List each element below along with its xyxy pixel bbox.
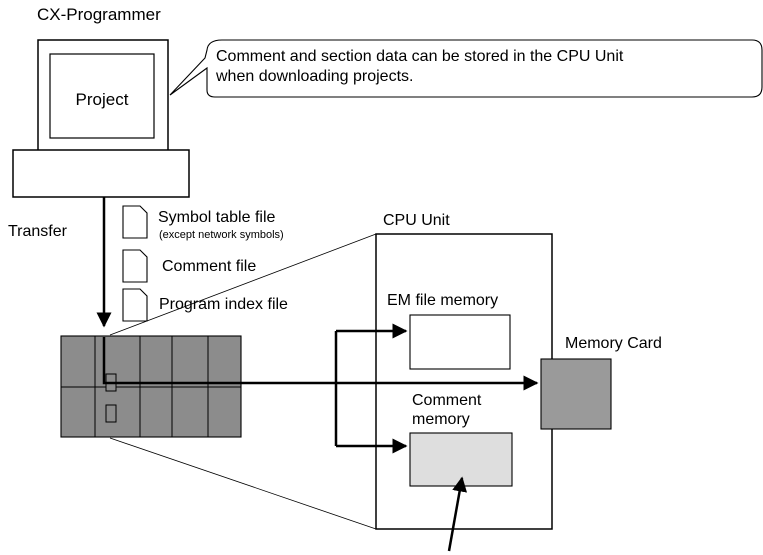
comment-file-icon (122, 249, 148, 283)
memory-card-label: Memory Card (565, 335, 662, 352)
em-file-memory-box (409, 314, 511, 370)
zoom-line-top (109, 233, 377, 336)
symbol-table-note: (except network symbols) (159, 229, 284, 241)
callout-shape (169, 39, 763, 98)
pc-title: CX-Programmer (37, 5, 161, 24)
symbol-table-file-label: Symbol table file (158, 209, 275, 226)
transfer-label: Transfer (8, 223, 68, 240)
comment-memory-pointer-arrow (447, 476, 468, 552)
callout-text-line1: Comment and section data can be stored i… (216, 48, 624, 65)
computer-base (12, 149, 190, 198)
symbol-file-icon (122, 205, 148, 239)
plc-rack (60, 335, 242, 438)
memory-card-box (540, 358, 612, 430)
computer-icon (12, 39, 190, 198)
monitor-screen (49, 53, 155, 139)
program-index-file-icon (122, 288, 148, 322)
comment-memory-label-line2: memory (412, 411, 470, 428)
callout-text-line2: when downloading projects. (215, 68, 413, 85)
data-path-to-memory-card (102, 337, 539, 391)
zoom-line-bottom (109, 437, 377, 530)
callout-bubble (169, 39, 763, 98)
project-label: Project (76, 90, 129, 109)
cpu-unit-label: CPU Unit (383, 212, 450, 229)
comment-file-label: Comment file (162, 258, 256, 275)
program-index-file-label: Program index file (159, 296, 288, 313)
em-file-memory-label: EM file memory (387, 292, 498, 309)
plc-port-bottom (105, 404, 117, 423)
file-icons (122, 205, 148, 322)
comment-memory-label-line1: Comment (412, 392, 482, 409)
